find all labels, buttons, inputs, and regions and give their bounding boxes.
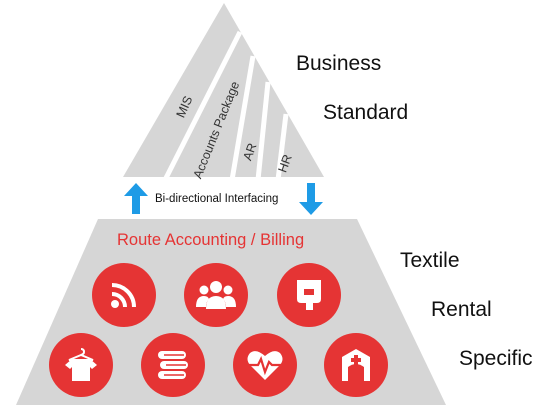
hospital-icon (324, 333, 388, 397)
arrow-down-icon (299, 183, 323, 215)
heart-pulse-icon (233, 333, 297, 397)
handheld-scanner-icon (277, 263, 341, 327)
heart-pulse-glyph (247, 351, 283, 380)
tshirt-hanger-icon (49, 333, 113, 397)
label-rental: Rental (431, 298, 492, 321)
label-business: Business (296, 52, 382, 75)
divider-2 (229, 55, 256, 181)
top-pyramid-dividers (162, 30, 289, 182)
rss-feed-glyph (111, 283, 136, 308)
people-group-glyph (196, 281, 236, 309)
label-specific: Specific (459, 347, 533, 370)
divider-4 (275, 113, 289, 181)
arrow-up-icon (124, 183, 148, 214)
folded-linens-glyph (158, 351, 188, 379)
people-group-icon (184, 263, 248, 327)
divider-3 (255, 81, 271, 181)
interfacing-label: Bi-directional Interfacing (155, 193, 279, 205)
folded-linens-icon (141, 333, 205, 397)
rss-feed-icon (92, 263, 156, 327)
divider-1 (162, 30, 243, 182)
label-standard: Standard (323, 101, 409, 124)
handheld-scanner-glyph (297, 280, 321, 310)
tshirt-hanger-glyph (65, 348, 97, 381)
hospital-glyph (342, 349, 370, 381)
route-accounting-title: Route Accounting / Billing (117, 231, 305, 249)
label-textile: Textile (400, 249, 460, 272)
top-pyramid (123, 3, 324, 177)
